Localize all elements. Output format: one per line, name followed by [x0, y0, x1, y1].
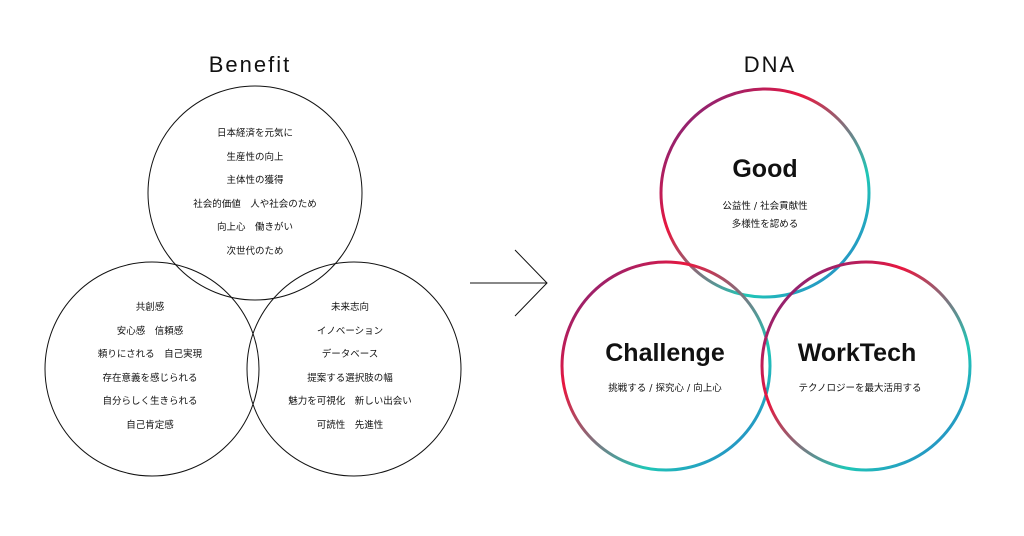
benefit-circle-left [44, 261, 260, 477]
list-item: データベース [321, 349, 379, 360]
dna-circle-worktech [760, 260, 972, 472]
list-item: 魅力を可視化 新しい出会い [288, 396, 412, 407]
list-item: 提案する選択肢の幅 [307, 372, 393, 384]
worktech-label: WorkTech [797, 339, 917, 367]
dna-circle-challenge [560, 260, 772, 472]
challenge-description: 挑戦する / 探究心 / 向上心 [580, 380, 750, 398]
list-item: イノベーション [316, 325, 384, 337]
challenge-label: Challenge [605, 339, 725, 367]
dna-circle-good [659, 87, 871, 299]
benefit-right-list: 未来志向 イノベーション データベース 提案する選択肢の幅 魅力を可視化 新しい… [260, 296, 440, 437]
benefit-circle-right [246, 261, 462, 477]
list-item: 未来志向 [330, 302, 369, 313]
arrow-right-icon [470, 249, 548, 317]
list-item: 生産性の向上 [226, 151, 284, 163]
list-item: 自分らしく生きられる [102, 396, 198, 407]
challenge-line: 挑戦する / 探究心 / 向上心 [608, 383, 722, 394]
benefit-title: Benefit [208, 52, 292, 77]
list-item: 社会的価値 人や社会のため [193, 198, 317, 210]
list-item: 可読性 先進性 [316, 419, 384, 431]
list-item: 共創感 [135, 302, 165, 313]
list-item: 日本経済を元気に [216, 128, 293, 139]
benefit-circle-top [147, 85, 363, 301]
list-item: 主体性の獲得 [226, 175, 284, 186]
worktech-line: テクノロジーを最大活用する [798, 383, 922, 394]
benefit-left-list: 共創感 安心感 信頼感 頼りにされる 自己実現 存在意義を感じられる 自分らしく… [60, 296, 240, 437]
benefit-top-list: 日本経済を元気に 生産性の向上 主体性の獲得 社会的価値 人や社会のため 向上心… [160, 122, 350, 263]
dna-title: DNA [743, 52, 797, 77]
worktech-description: テクノロジーを最大活用する [775, 380, 945, 398]
good-description: 公益性 / 社会貢献性 多様性を認める [680, 198, 850, 234]
good-line: 公益性 / 社会貢献性 [722, 201, 808, 212]
list-item: 次世代のため [226, 245, 284, 257]
list-item: 自己肯定感 [126, 419, 174, 431]
good-label: Good [732, 155, 798, 183]
list-item: 頼りにされる 自己実現 [97, 349, 203, 360]
good-line: 多様性を認める [731, 219, 799, 230]
list-item: 向上心 働きがい [216, 222, 293, 233]
list-item: 存在意義を感じられる [102, 372, 198, 384]
list-item: 安心感 信頼感 [116, 325, 184, 337]
